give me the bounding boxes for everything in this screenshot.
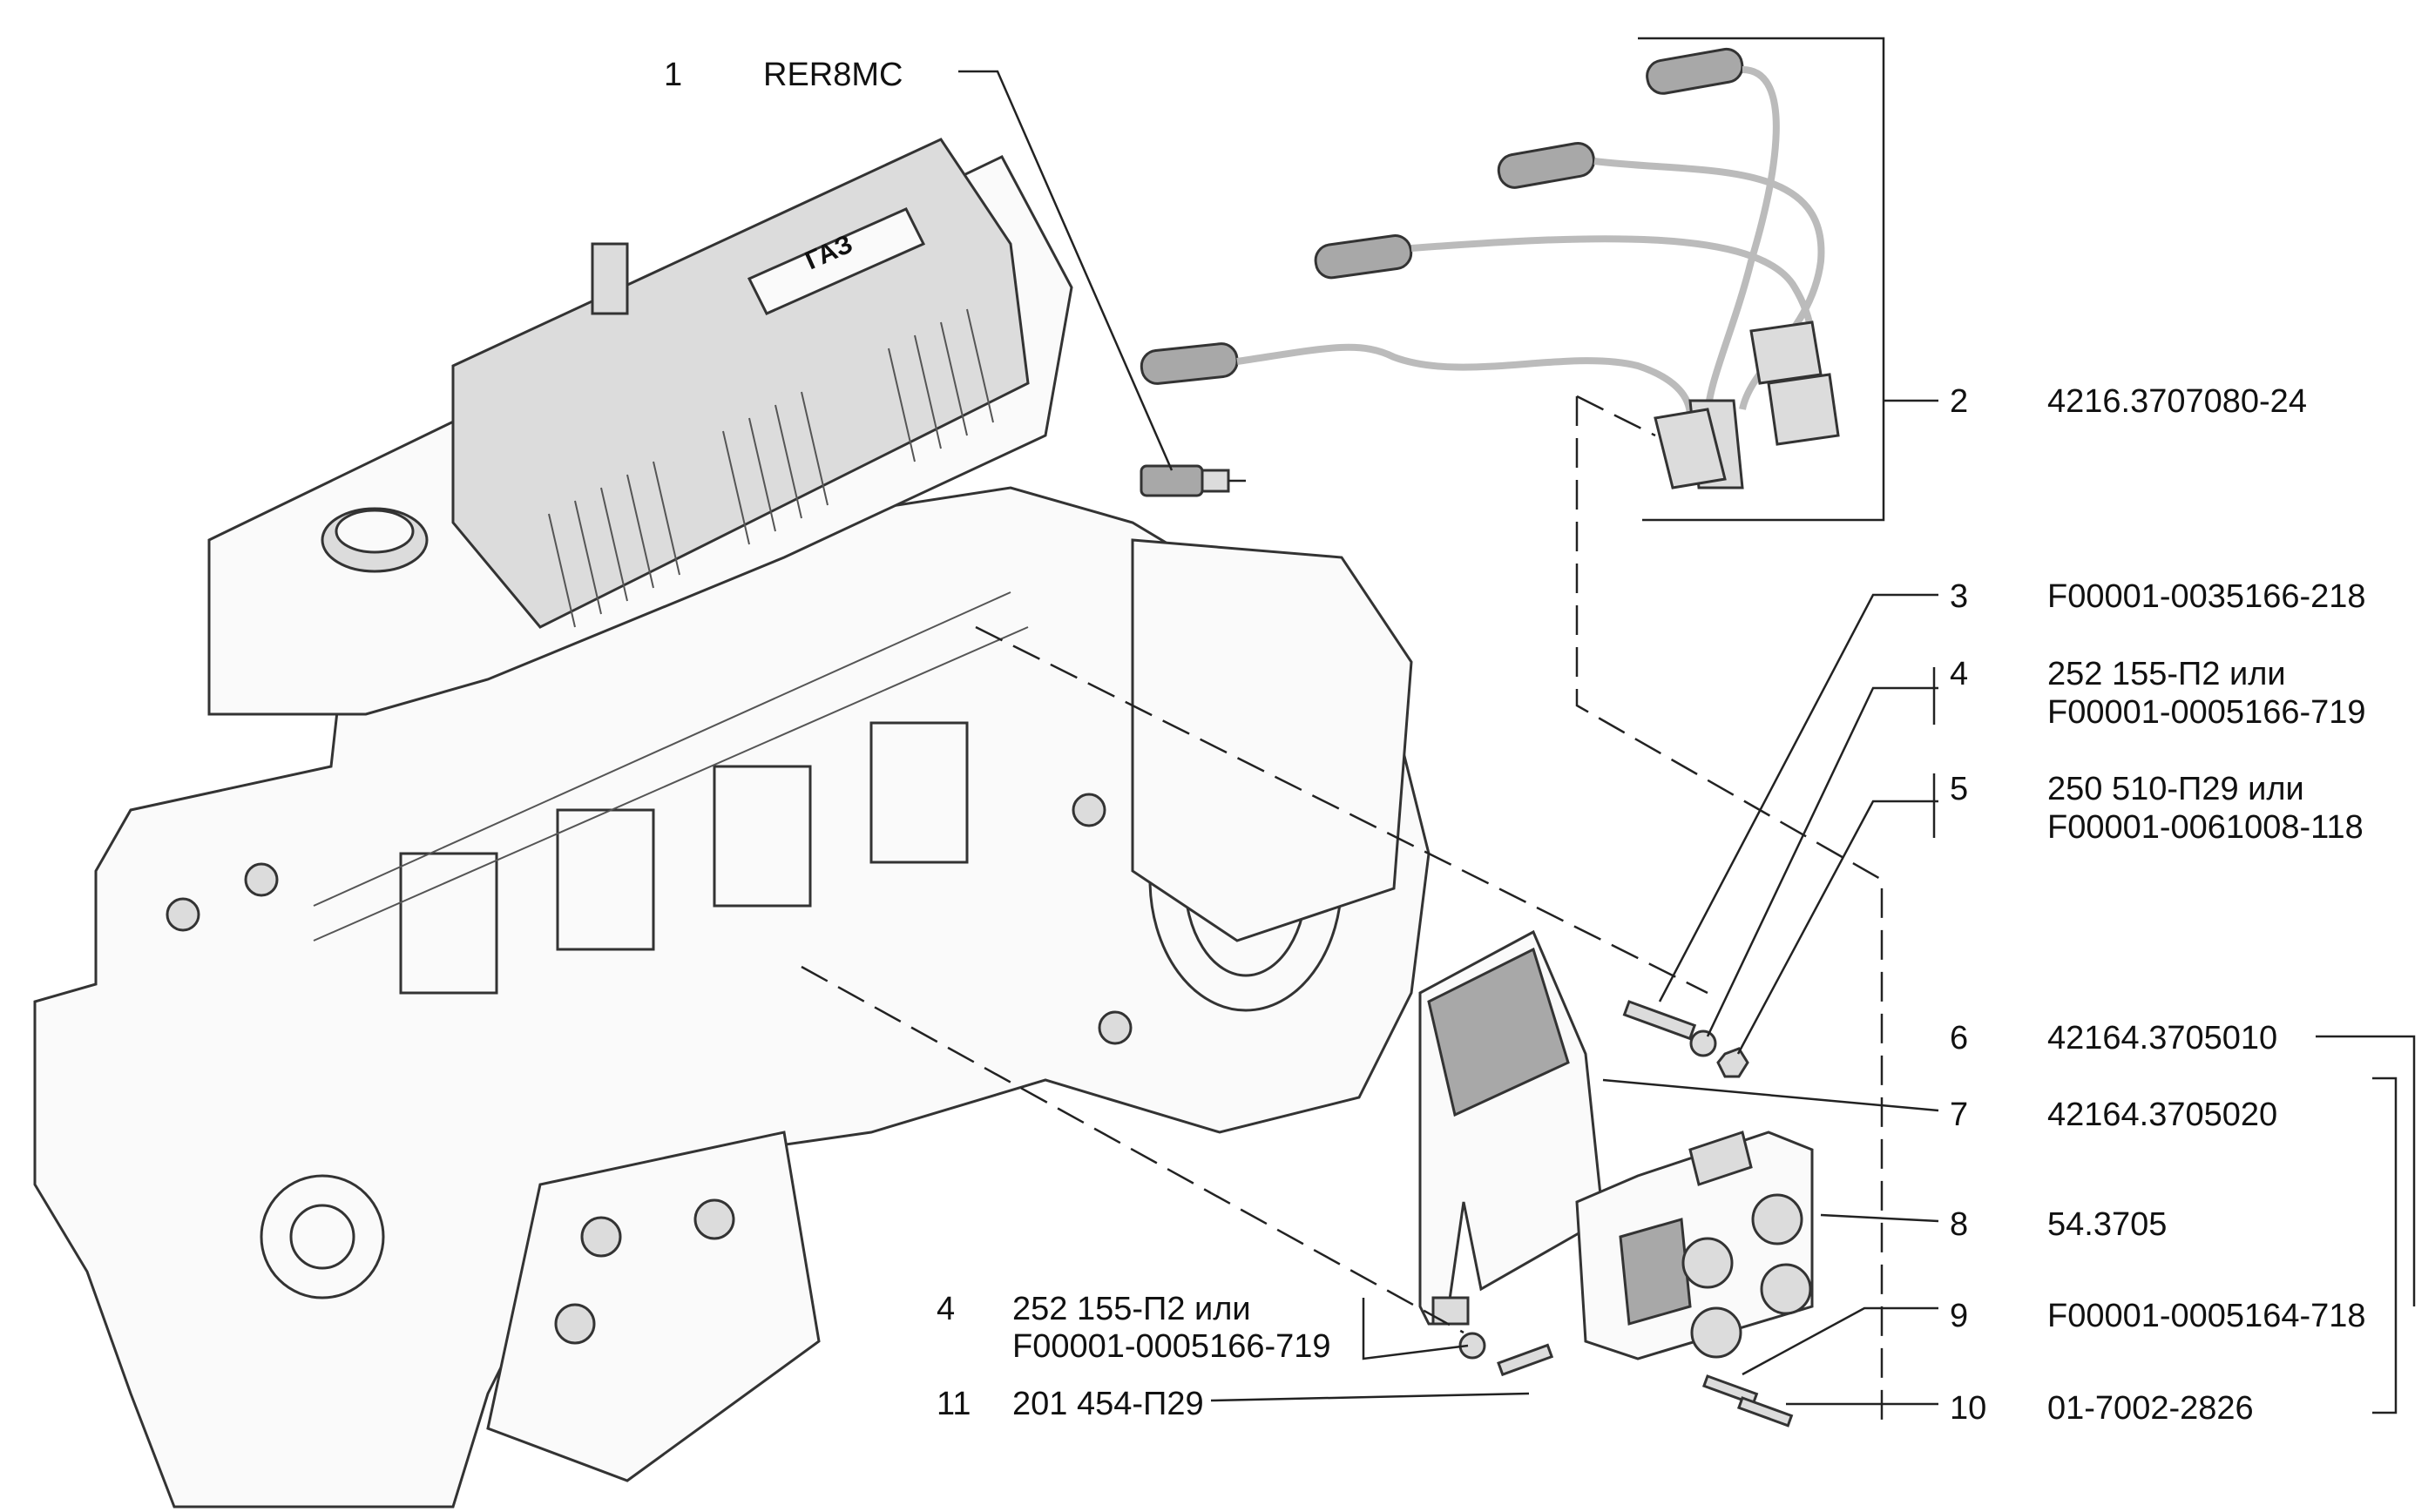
engine-block: ГАЗ <box>33 138 1431 1509</box>
callout-3-code: F00001-0035166-218 <box>2047 578 2366 615</box>
fasteners <box>1458 1000 1794 1428</box>
callout-labels: 1 RER8MC 2 4216.3707080-24 3 F00001-0035… <box>664 57 2366 1427</box>
callout-1-code: RER8MC <box>763 57 903 93</box>
part-5-nut <box>1716 1047 1749 1078</box>
part-11-bolt <box>1497 1343 1554 1377</box>
callout-5-code-alt: F00001-0061008-118 <box>2047 809 2364 846</box>
callout-4b-code: 252 155-П2 или <box>1012 1291 1251 1327</box>
leader-lines <box>958 37 2416 1414</box>
part-10-screw <box>1736 1396 1794 1428</box>
engine-mount <box>486 1131 821 1482</box>
callout-7-code: 42164.3705020 <box>2047 1097 2277 1133</box>
part-7-bracket <box>1418 929 1605 1326</box>
manifold-ports <box>399 721 969 995</box>
callout-1-number: 1 <box>664 57 682 93</box>
callout-3-number: 3 <box>1950 578 1968 615</box>
callout-5-number: 5 <box>1950 771 1968 807</box>
callout-10-number: 10 <box>1950 1390 1986 1427</box>
callout-7-number: 7 <box>1950 1097 1968 1133</box>
callout-4b-number: 4 <box>937 1291 955 1327</box>
callout-8-number: 8 <box>1950 1206 1968 1243</box>
part-1-spark-plug <box>1140 464 1246 497</box>
callout-8-code: 54.3705 <box>2047 1206 2167 1243</box>
callout-10-code: 01-7002-2826 <box>2047 1390 2254 1427</box>
part-9-screw <box>1701 1374 1759 1406</box>
callout-4-code: 252 155-П2 или <box>2047 656 2286 692</box>
callout-11-number: 11 <box>937 1386 971 1422</box>
callout-2-number: 2 <box>1950 383 1968 420</box>
callout-11-code: 201 454-П29 <box>1012 1386 1204 1422</box>
part-2-ignition-wires <box>1140 47 1840 489</box>
part-4-washer <box>1689 1029 1717 1057</box>
assembly-lines <box>801 395 1884 1428</box>
temp-sensor <box>591 242 629 315</box>
callout-9-code: F00001-0005164-718 <box>2047 1298 2366 1334</box>
callout-4-number: 4 <box>1950 656 1968 692</box>
part-3-stud <box>1622 1000 1697 1041</box>
callout-4b-code-alt: F00001-0005166-719 <box>1012 1328 1331 1365</box>
callout-9-number: 9 <box>1950 1298 1968 1334</box>
callout-2-code: 4216.3707080-24 <box>2047 383 2307 420</box>
callout-5-code: 250 510-П29 или <box>2047 771 2304 807</box>
callout-6-code: 42164.3705010 <box>2047 1020 2277 1056</box>
part-8-ignition-coil <box>1575 1131 1814 1360</box>
valve-cover-fins <box>548 308 994 628</box>
callout-6-number: 6 <box>1950 1020 1968 1056</box>
callout-4-code-alt: F00001-0005166-719 <box>2047 694 2366 731</box>
